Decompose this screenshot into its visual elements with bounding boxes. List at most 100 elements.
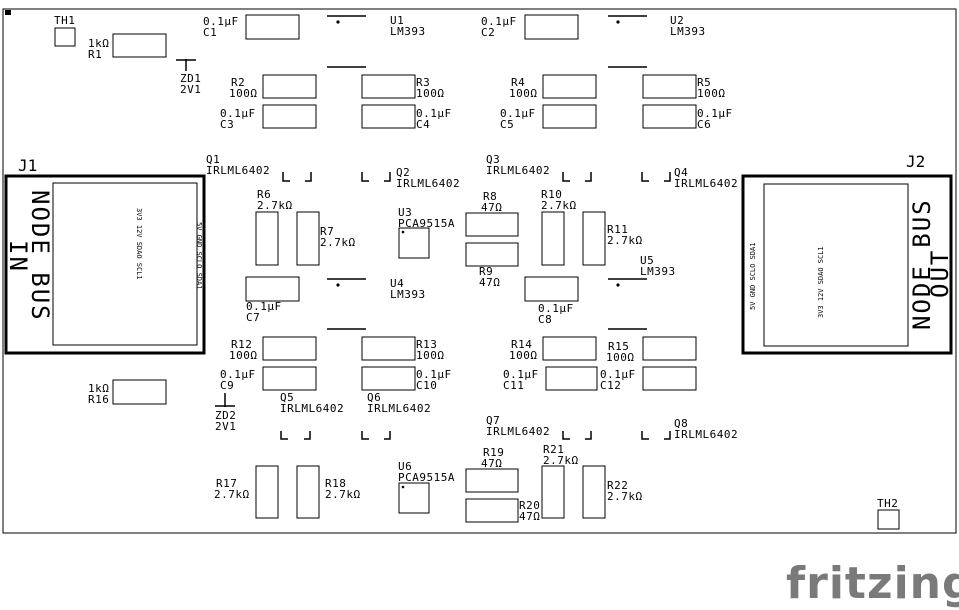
u1-pin1-dot <box>336 20 340 24</box>
r2-part <box>262 74 317 99</box>
u4-value: LM393 <box>390 288 426 301</box>
c8-value: 0.1µF <box>538 302 574 315</box>
r10-label: R10 <box>541 188 562 201</box>
board-outline <box>2 8 957 534</box>
j2-title-line1: NODE BUS <box>908 198 936 330</box>
th1-part <box>54 27 76 47</box>
u1-label: U1 <box>390 14 404 27</box>
r21-part <box>541 465 565 519</box>
r1-label: R1 <box>88 48 102 61</box>
r20-label: R20 <box>519 499 540 512</box>
c1-value: 0.1µF <box>203 15 239 28</box>
r5-value: 100Ω <box>697 87 726 100</box>
r12-part <box>262 336 317 361</box>
r4-value: 100Ω <box>509 87 538 100</box>
r11-part <box>582 211 606 266</box>
u5-value: LM393 <box>640 265 676 278</box>
r22-label: R22 <box>607 479 628 492</box>
c9-value: 0.1µF <box>220 368 256 381</box>
q8-footprint <box>641 431 671 440</box>
r20-value: 47Ω <box>519 510 540 523</box>
j2-inner-body <box>763 183 909 347</box>
r17-part <box>255 465 279 519</box>
q2-footprint <box>361 172 391 182</box>
q4-value: IRLML6402 <box>674 177 738 190</box>
q4-footprint <box>641 172 671 182</box>
c11-value: 0.1µF <box>503 368 539 381</box>
j2-label: J2 <box>906 152 925 171</box>
c8-part <box>524 276 579 302</box>
c4-label: C4 <box>416 118 430 131</box>
c12-value: 0.1µF <box>600 368 636 381</box>
u6-label: U6 <box>398 460 412 473</box>
r11-value: 2.7kΩ <box>607 234 643 247</box>
q1-label: Q1 <box>206 153 220 166</box>
r15-value: 100Ω <box>606 351 635 364</box>
u1-value: LM393 <box>390 25 426 38</box>
q5-value: IRLML6402 <box>280 402 344 415</box>
r6-label: R6 <box>257 188 271 201</box>
q3-label: Q3 <box>486 153 500 166</box>
r13-part <box>361 336 416 361</box>
r1-value: 1kΩ <box>88 37 109 50</box>
r22-part <box>582 465 606 519</box>
q7-footprint <box>562 431 592 440</box>
c6-part <box>642 104 697 129</box>
c10-part <box>361 366 416 391</box>
r7-label: R7 <box>320 225 334 238</box>
q5-label: Q5 <box>280 391 294 404</box>
j1-label: J1 <box>18 156 37 175</box>
r14-part <box>542 336 597 361</box>
r7-value: 2.7kΩ <box>320 236 356 249</box>
c1-part <box>245 14 300 40</box>
r22-value: 2.7kΩ <box>607 490 643 503</box>
r9-part <box>465 242 519 267</box>
r9-label: R9 <box>479 265 493 278</box>
q2-value: IRLML6402 <box>396 177 460 190</box>
r18-value: 2.7kΩ <box>325 488 361 501</box>
c4-value: 0.1µF <box>416 107 452 120</box>
u4-pin1-dot <box>336 283 340 287</box>
zd2-value: 2V1 <box>215 420 236 433</box>
r15-part <box>642 336 697 361</box>
r21-label: R21 <box>543 443 564 456</box>
q7-value: IRLML6402 <box>486 425 550 438</box>
j1-pin-labels-left: 3V3 12V SDAO SCL1 <box>135 208 143 280</box>
u4-label: U4 <box>390 277 404 290</box>
r13-value: 100Ω <box>416 349 445 362</box>
c7-label: C7 <box>246 311 260 324</box>
r19-label: R19 <box>483 446 504 459</box>
lock-icon <box>5 10 11 15</box>
q4-label: Q4 <box>674 166 688 179</box>
q6-footprint <box>361 431 391 440</box>
r2-value: 100Ω <box>229 87 258 100</box>
r13-label: R13 <box>416 338 437 351</box>
j2-outline <box>741 174 953 355</box>
u3-pin1-dot <box>401 230 405 234</box>
u2-label: U2 <box>670 14 684 27</box>
c10-label: C10 <box>416 379 437 392</box>
r15-label: R15 <box>608 340 629 353</box>
r20-part <box>465 498 519 523</box>
q8-label: Q8 <box>674 417 688 430</box>
c7-part <box>245 276 300 302</box>
c3-part <box>262 104 317 129</box>
r12-label: R12 <box>231 338 252 351</box>
u5-pin1-dot <box>616 283 620 287</box>
r17-label: R17 <box>216 477 237 490</box>
c11-label: C11 <box>503 379 524 392</box>
q6-label: Q6 <box>367 391 381 404</box>
c6-value: 0.1µF <box>697 107 733 120</box>
c6-label: C6 <box>697 118 711 131</box>
c5-value: 0.1µF <box>500 107 536 120</box>
r12-value: 100Ω <box>229 349 258 362</box>
r14-value: 100Ω <box>509 349 538 362</box>
q3-footprint <box>562 172 592 182</box>
c12-label: C12 <box>600 379 621 392</box>
j2-pin-labels-right: 3V3 12V SDAO SCL1 <box>817 246 825 318</box>
r14-label: R14 <box>511 338 532 351</box>
r3-part <box>361 74 416 99</box>
u3-label: U3 <box>398 206 412 219</box>
zd1-value: 2V1 <box>180 83 201 96</box>
r9-value: 47Ω <box>479 276 500 289</box>
